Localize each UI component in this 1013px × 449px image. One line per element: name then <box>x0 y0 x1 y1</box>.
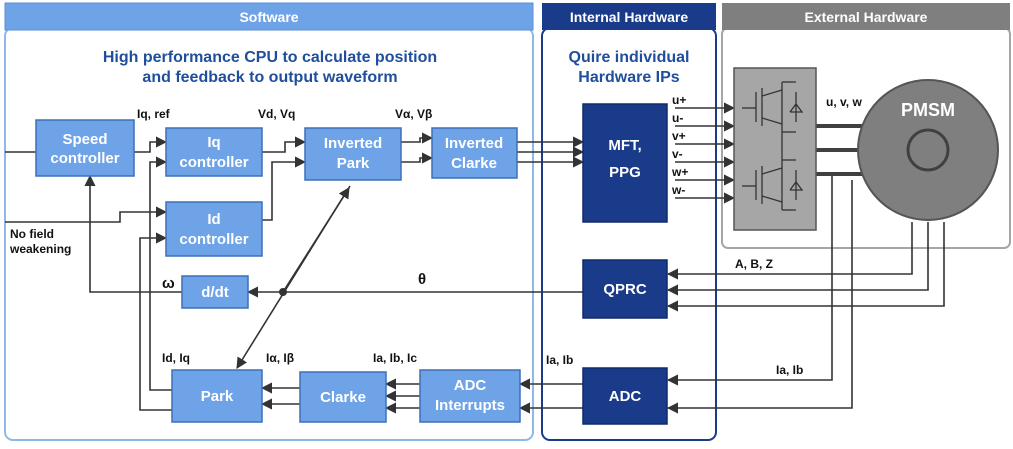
ddt-block: d/dt <box>181 275 249 309</box>
speed-to-iq <box>134 136 168 153</box>
qprc-block: QPRC <box>582 259 668 319</box>
speed-controller-label-2: controller <box>50 150 119 167</box>
label-theta: θ <box>418 271 426 288</box>
adc-interrupts-label-1: ADC <box>454 377 487 394</box>
enc-z-line <box>666 222 945 312</box>
pwm-label-v-plus: v+ <box>672 129 686 143</box>
inverted-park-label-2: Park <box>337 155 370 172</box>
label-abz: A, B, Z <box>735 257 773 271</box>
pwm-label-w-plus: w+ <box>671 165 688 179</box>
park-to-iq <box>149 156 172 391</box>
invpark-to-invclarke-1 <box>401 132 434 144</box>
label-omega: ω <box>162 275 175 292</box>
inverter-transistor-symbols <box>742 81 804 211</box>
theta-junction <box>279 288 287 296</box>
mft-ppg-label-1: MFT, <box>608 137 641 154</box>
ddt-label: d/dt <box>201 284 229 301</box>
iq-to-invpark <box>262 136 307 153</box>
clarke-block: Clarke <box>299 371 387 423</box>
inverted-park-block: Inverted Park <box>304 127 402 181</box>
id-controller-block: Id controller <box>165 201 263 257</box>
park-to-id <box>139 232 172 411</box>
label-valpha-vbeta: Vα, Vβ <box>395 107 432 121</box>
label-ia-ib-external: Ia, Ib <box>776 363 803 377</box>
label-no-field-2: weakening <box>9 242 71 256</box>
external-header <box>722 3 1010 30</box>
enc-b-line <box>666 222 929 296</box>
enc-a-line <box>666 222 913 280</box>
inverted-clarke-label-1: Inverted <box>445 135 503 152</box>
signal-labels: Iq, ref Vd, Vq Vα, Vβ No field weakening… <box>9 95 862 377</box>
iq-controller-label-1: Iq <box>207 134 220 151</box>
software-subtitle-line1: High performance CPU to calculate positi… <box>103 49 437 66</box>
pwm-label-u-plus: u+ <box>672 93 686 107</box>
label-id-iq: Id, Iq <box>162 351 190 365</box>
inverter-block <box>733 67 817 231</box>
pwm-label-u-minus: u- <box>672 111 683 125</box>
pmsm-label: PMSM <box>901 100 955 120</box>
internal-header <box>542 3 716 30</box>
software-title: Software <box>239 9 298 25</box>
inverted-clarke-label-2: Clarke <box>451 155 497 172</box>
park-block: Park <box>171 369 263 423</box>
label-iq-ref: Iq, ref <box>137 107 171 121</box>
speed-controller-label-1: Speed <box>62 131 107 148</box>
label-vd-vq: Vd, Vq <box>258 107 295 121</box>
adc-interrupts-block: ADC Interrupts <box>419 369 521 423</box>
nofield-to-id <box>5 206 168 223</box>
label-no-field-1: No field <box>10 227 54 241</box>
ib-sense-line <box>666 180 853 414</box>
label-uvw: u, v, w <box>826 95 862 109</box>
adc-label: ADC <box>609 388 642 405</box>
external-title: External Hardware <box>805 9 928 25</box>
ia-sense-line <box>666 175 833 386</box>
software-subtitle-line2: and feedback to output waveform <box>142 69 397 86</box>
clarke-label: Clarke <box>320 389 366 406</box>
pwm-label-v-minus: v- <box>672 147 683 161</box>
id-controller-label-2: controller <box>179 231 248 248</box>
omega-to-speed <box>84 174 182 293</box>
internal-subtitle-line1: Quire individual <box>569 49 690 66</box>
label-ia-ib-ic: Ia, Ib, Ic <box>373 351 417 365</box>
id-controller-label-1: Id <box>207 211 220 228</box>
label-ia-ib-internal: Ia, Ib <box>546 353 573 367</box>
label-ialpha-ibeta: Iα, Iβ <box>266 351 294 365</box>
internal-title: Internal Hardware <box>570 9 688 25</box>
invpark-to-invclarke-2 <box>401 152 434 164</box>
mft-ppg-label-2: PPG <box>609 164 641 181</box>
pwm-label-w-minus: w- <box>671 183 685 197</box>
software-header <box>4 2 534 31</box>
mft-ppg-block: MFT, PPG <box>582 103 668 223</box>
theta-to-invpark <box>282 187 350 293</box>
iq-controller-block: Iq controller <box>165 127 263 177</box>
internal-subtitle-line2: Hardware IPs <box>578 69 679 86</box>
pmsm-shaft <box>906 128 950 172</box>
inverted-clarke-block: Inverted Clarke <box>431 127 518 179</box>
iq-controller-label-2: controller <box>179 154 248 171</box>
adc-interrupts-label-2: Interrupts <box>435 397 505 414</box>
inverted-park-label-1: Inverted <box>324 135 382 152</box>
qprc-label: QPRC <box>603 281 647 298</box>
pmsm-motor: PMSM <box>857 79 999 221</box>
connections <box>5 102 945 414</box>
speed-controller-block: Speed controller <box>35 119 135 177</box>
id-to-invpark <box>262 156 307 221</box>
pmsm-body <box>857 79 999 221</box>
park-label: Park <box>201 388 234 405</box>
pwm-output-labels: u+ u- v+ v- w+ w- <box>671 93 688 197</box>
adc-block: ADC <box>582 367 668 425</box>
